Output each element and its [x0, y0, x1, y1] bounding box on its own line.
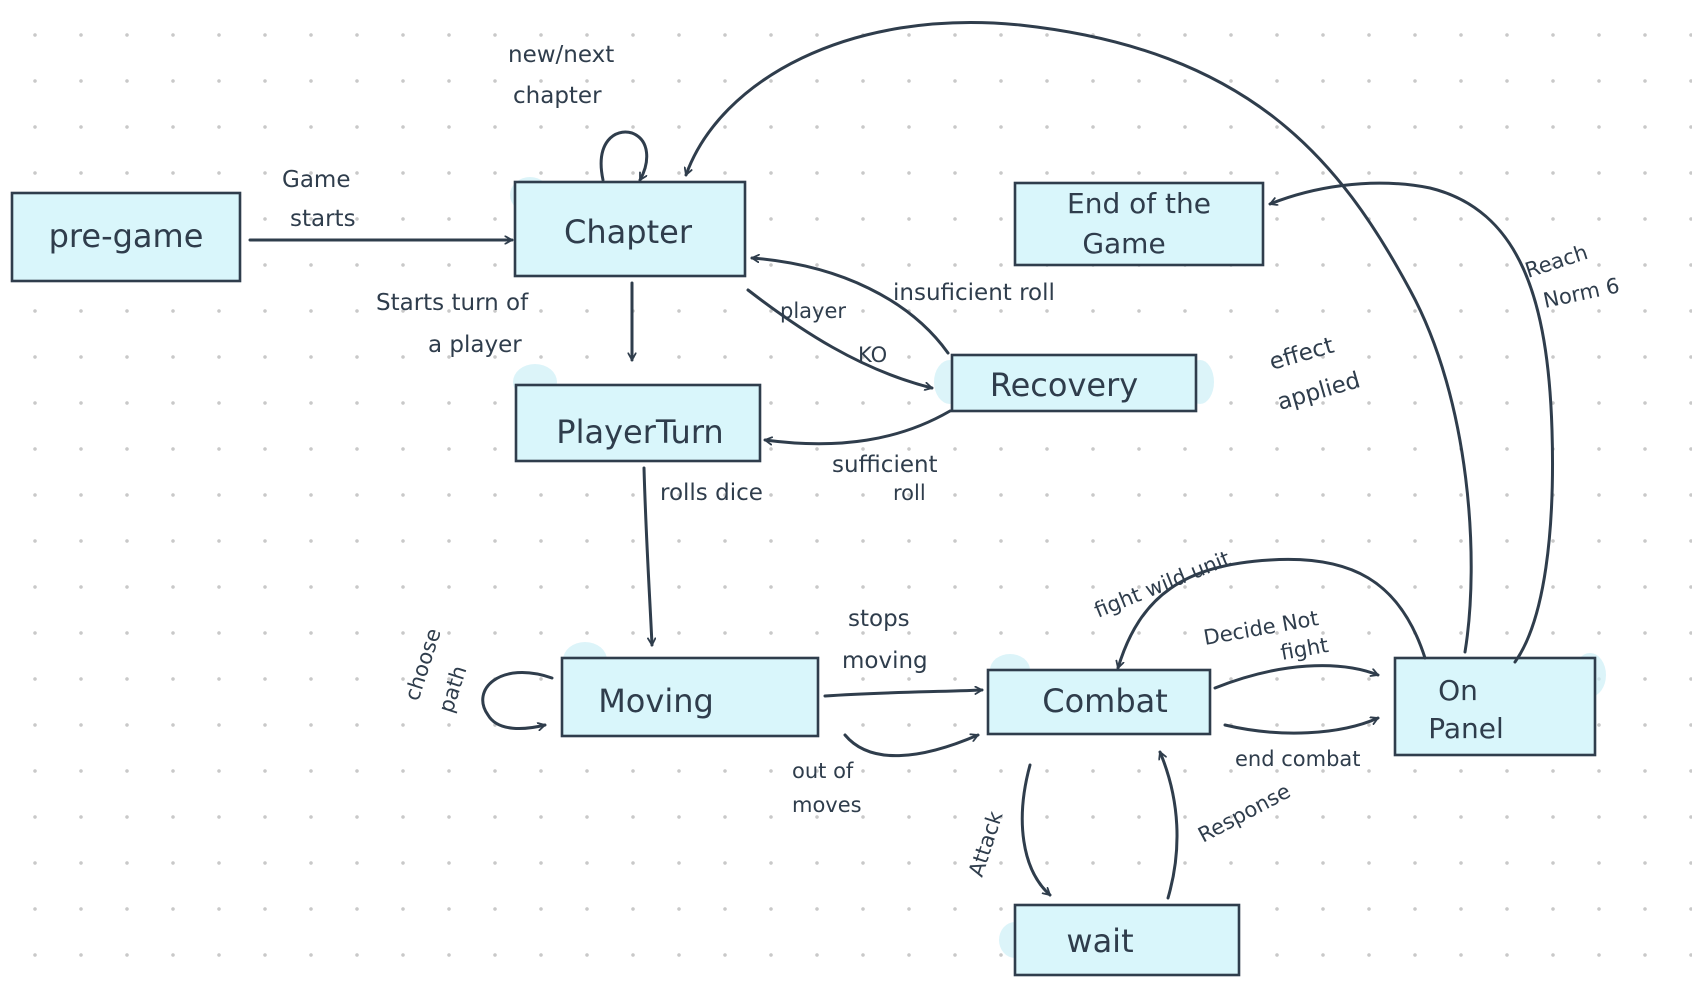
node-label-pre-game: pre-game	[49, 217, 204, 255]
node-label-end-line2: Game	[1082, 227, 1165, 260]
edge-label-game-starts-2: starts	[290, 206, 356, 232]
node-label-moving: Moving	[598, 682, 714, 720]
edge-chapter-self-loop	[599, 130, 649, 182]
edge-wait-to-combat	[1160, 750, 1179, 900]
edge-label-player-ko-1: player	[780, 299, 846, 323]
edge-label-insufficient: insuficient roll	[893, 280, 1055, 306]
node-recovery: Recovery	[950, 353, 1198, 413]
node-label-recovery: Recovery	[990, 366, 1138, 404]
node-player-turn: PlayerTurn	[514, 383, 762, 463]
edge-label-decide-not-2: fight	[1279, 633, 1331, 665]
edge-moving-self-loop	[481, 671, 554, 729]
edge-label-choose-path-2: path	[434, 663, 472, 716]
edge-label-effect-1: effect	[1266, 333, 1336, 376]
edge-label-player-ko-2: KO	[858, 343, 887, 367]
edge-label-rolls-dice: rolls dice	[660, 480, 763, 506]
node-chapter: Chapter	[513, 180, 747, 278]
edge-label-starts-turn-2: a player	[428, 332, 522, 358]
node-label-chapter: Chapter	[564, 213, 693, 251]
edge-combat-to-wait	[1020, 763, 1052, 897]
edge-on-panel-to-chapter	[686, 21, 1473, 654]
edge-label-new-next-1: new/next	[508, 42, 614, 68]
edge-player-turn-to-moving	[642, 466, 652, 647]
edge-label-effect-2: applied	[1274, 367, 1363, 415]
edge-label-attack: Attack	[964, 808, 1008, 880]
edge-moving-to-combat-out	[843, 735, 980, 758]
edge-label-sufficient-1: sufficient	[832, 452, 938, 478]
edge-label-sufficient-2: roll	[893, 481, 926, 505]
edge-label-reach-2: Norm 6	[1541, 273, 1622, 313]
edge-label-starts-turn-1: Starts turn of	[376, 290, 529, 316]
node-label-on-panel-line2: Panel	[1428, 712, 1504, 745]
edge-recovery-to-player-turn	[763, 409, 952, 444]
node-label-wait: wait	[1066, 922, 1133, 960]
edge-on-panel-to-combat	[1118, 557, 1427, 670]
edge-label-end-combat: end combat	[1235, 747, 1361, 771]
edge-label-stops-moving-1: stops	[848, 606, 910, 632]
edge-chapter-to-recovery	[746, 288, 934, 388]
edge-combat-to-on-panel-end	[1223, 718, 1380, 735]
edge-label-out-of-moves-2: moves	[792, 793, 862, 817]
edge-label-game-starts-1: Game	[282, 167, 350, 193]
edge-combat-to-on-panel-decide	[1213, 664, 1380, 690]
edge-recovery-to-chapter	[750, 258, 950, 355]
edge-label-out-of-moves-1: out of	[792, 759, 854, 783]
highlight-glows	[510, 177, 1606, 961]
node-pre-game: pre-game	[10, 191, 242, 283]
edge-label-new-next-2: chapter	[513, 83, 602, 109]
edge-moving-to-combat-stops	[823, 690, 984, 698]
edge-label-stops-moving-2: moving	[842, 648, 928, 674]
node-combat: Combat	[986, 668, 1212, 736]
edge-label-reach-1: Reach	[1522, 240, 1591, 283]
node-end-of-game: End of the Game	[1013, 181, 1265, 267]
node-label-end-line1: End of the	[1067, 187, 1211, 220]
node-moving: Moving	[560, 656, 820, 738]
edge-on-panel-to-end-game	[1268, 181, 1555, 664]
node-wait: wait	[1013, 903, 1241, 977]
node-on-panel: On Panel	[1393, 656, 1597, 757]
node-label-player-turn: PlayerTurn	[556, 413, 723, 451]
node-label-on-panel-line1: On	[1438, 674, 1478, 707]
node-label-combat: Combat	[1042, 682, 1168, 720]
edge-label-response: Response	[1194, 779, 1294, 848]
edge-label-fight-wild: fight wild unit	[1091, 546, 1234, 622]
